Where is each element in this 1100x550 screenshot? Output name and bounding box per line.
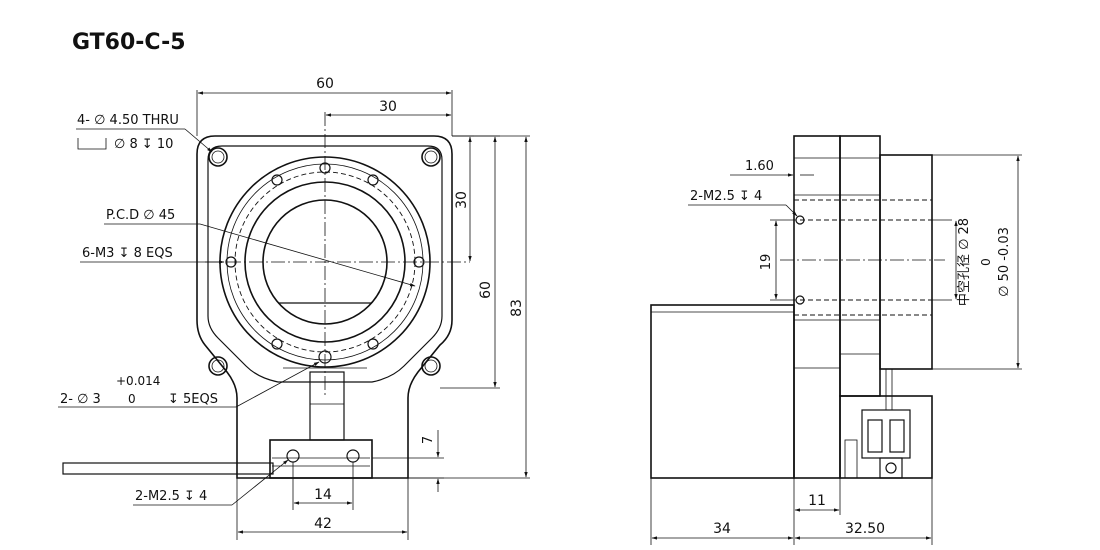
note-hollow-bore: 中空孔径 ∅ 28 [957,218,972,306]
output-flange [879,154,933,370]
dim-7: 7 [421,436,436,444]
dim-half-width-30: 30 [379,99,397,115]
motor-body [650,304,795,479]
note-side-m25: 2-M2.5 ↧ 4 [690,189,762,204]
dim-32-50: 32.50 [845,521,885,537]
dim-11: 11 [808,493,826,509]
note-front-m25: 2-M2.5 ↧ 4 [135,489,207,504]
note-pin-depth: ↧ 5EQS [168,392,218,407]
note-thru-line1: 4- ∅ 4.50 THRU [77,113,179,128]
dim-1-60: 1.60 [745,159,774,174]
base-plate [793,135,841,479]
note-pin-main: 2- ∅ 3 [60,392,101,407]
note-m3: 6-M3 ↧ 8 EQS [82,246,173,261]
bottom-slider-block [269,439,373,479]
front-flange-outline [196,135,453,479]
corner-mounting-holes [208,147,441,376]
side-view: 1.60 2-M2.5 ↧ 4 19 中空孔径 ∅ 28 0 ∅ 50 -0.0… [650,135,1022,545]
note-pin-tol: +0.014 [116,374,160,388]
dim-half-height-30: 30 [454,191,470,209]
dim-width-60: 60 [316,76,334,92]
dim-42: 42 [314,516,332,532]
drawing-title: GT60-C-5 [72,30,186,55]
note-thru-line2: ∅ 8 ↧ 10 [114,137,173,152]
dim-14: 14 [314,487,332,503]
front-flange-inner-outline [207,145,443,383]
note-dia-zero: 0 [979,258,993,266]
front-view: 60 30 30 60 83 4- ∅ 4.50 THRU ∅ 8 ↧ 10 P… [58,76,530,540]
note-pin-zero: 0 [128,392,136,406]
note-pcd: P.C.D ∅ 45 [106,208,175,223]
dim-height-60: 60 [478,281,494,299]
dim-total-height-83: 83 [509,299,525,317]
dim-34: 34 [713,521,731,537]
turntable-body [839,135,881,397]
cable [62,462,274,475]
dim-19: 19 [759,254,774,271]
note-dia-50: ∅ 50 -0.03 [997,227,1012,297]
